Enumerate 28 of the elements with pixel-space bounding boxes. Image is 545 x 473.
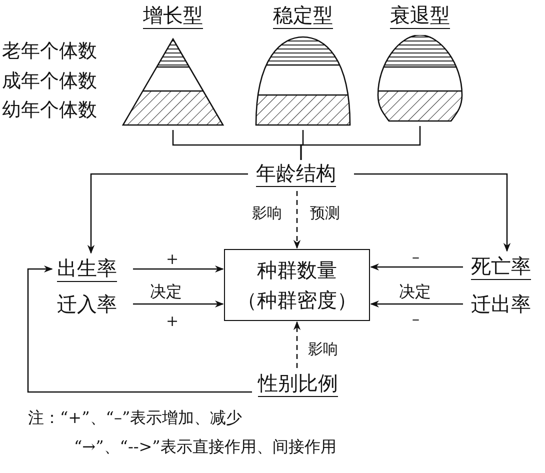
annotation-label: 预测: [310, 204, 340, 222]
arrow: [87, 173, 248, 254]
annotation-label: 决定: [399, 282, 431, 302]
row-label: 老年个体数: [2, 40, 97, 63]
factor-label: 迁入率: [57, 291, 117, 317]
row-label: 成年个体数: [2, 70, 97, 93]
dashed-arrow: [293, 191, 301, 249]
factor-label: 死亡率: [471, 253, 531, 280]
edge-label: 影响: [252, 204, 282, 222]
dashed-arrow: [293, 321, 301, 368]
arrow: [133, 300, 224, 308]
box-label: 种群数量（种群密度）: [237, 257, 357, 314]
arrow: [370, 263, 463, 271]
arrow: [133, 265, 224, 273]
edge-label: 影响: [308, 340, 338, 358]
arrow: [354, 173, 511, 252]
connector-line: [300, 126, 421, 160]
population-box: [224, 249, 370, 321]
type-heading: 衰退型: [390, 2, 450, 29]
arrow: [370, 300, 463, 308]
arrow: [27, 265, 252, 393]
type-heading: 稳定型: [273, 2, 333, 29]
type-heading: 增长型: [143, 2, 203, 29]
note-text: 注：“+”、“–”表示增加、减少: [28, 408, 242, 428]
row-label: 幼年个体数: [2, 99, 97, 122]
note-text: “→”、“-->”表示直接作用、间接作用: [74, 437, 336, 456]
factor-label: 出生率: [57, 255, 117, 282]
annotation-label: 决定: [150, 282, 182, 302]
